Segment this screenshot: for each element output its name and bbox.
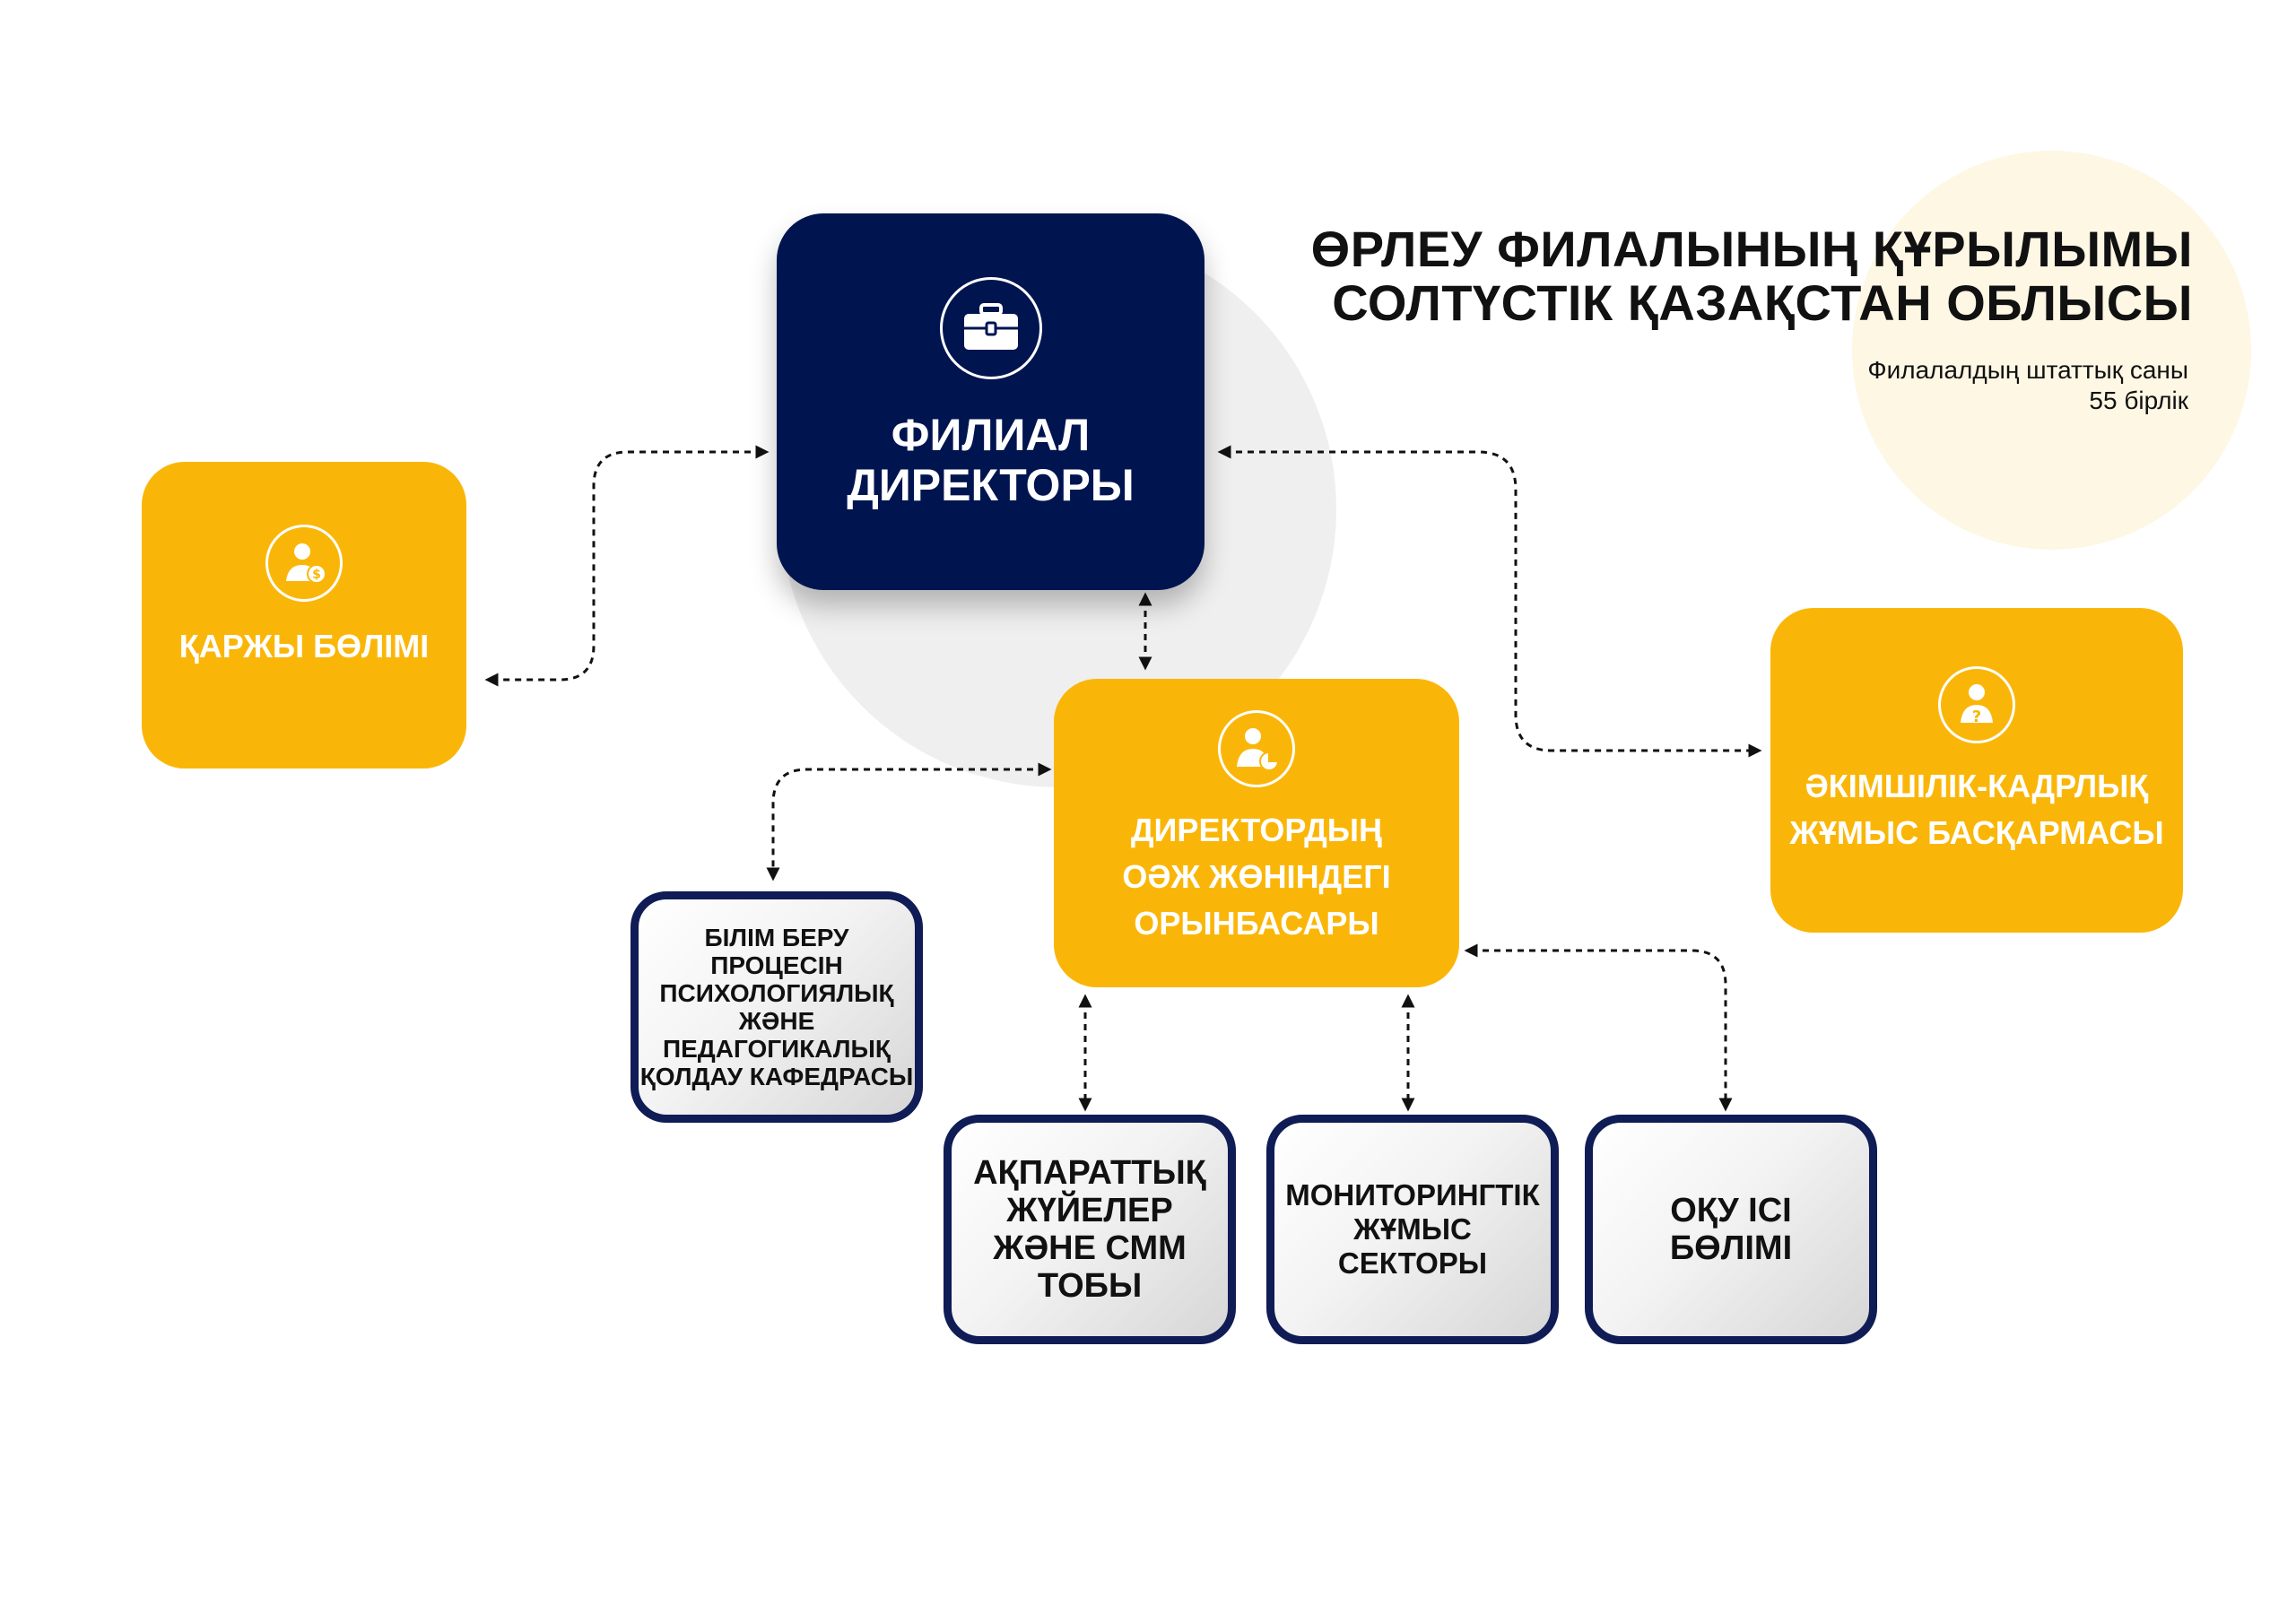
briefcase-icon: [939, 277, 1042, 379]
it-line-2: ЖҮЙЕЛЕР: [1006, 1192, 1173, 1229]
it-line-1: АҚПАРАТТЫҚ: [973, 1154, 1206, 1192]
svg-text:$: $: [312, 568, 321, 582]
node-academic: ОҚУ ІСІ БӨЛІМІ: [1585, 1115, 1877, 1344]
finance-person-icon: $: [265, 525, 343, 602]
academic-line-1: ОҚУ ІСІ: [1670, 1192, 1792, 1229]
deputy-line-1: ДИРЕКТОРДЫҢ: [1130, 812, 1383, 848]
monitoring-line-2: ЖҰМЫС: [1353, 1212, 1472, 1246]
cream-background-circle: [1852, 151, 2251, 550]
monitoring-line-3: СЕКТОРЫ: [1337, 1246, 1488, 1280]
deputy-line-3: ОРЫНБАСАРЫ: [1134, 905, 1379, 942]
it-line-3: ЖӘНЕ СММ: [993, 1229, 1187, 1267]
academic-line-2: БӨЛІМІ: [1669, 1229, 1793, 1267]
psych-line-5: ПЕДАГОГИКАЛЫҚ: [662, 1035, 891, 1063]
psych-line-2: ПРОЦЕСІН: [710, 951, 843, 979]
page-title: ӨРЛЕУ ФИЛАЛЫНЫҢ ҚҰРЫЛЫМЫ СОЛТҮСТІК ҚАЗАҚ…: [1206, 222, 2193, 330]
it-line-4: ТОБЫ: [1037, 1267, 1143, 1305]
staff-count: 55 бірлік: [2089, 386, 2188, 414]
svg-text:?: ?: [1972, 708, 1981, 726]
node-admin-hr: ? ӘКІМШІЛІК-КАДРЛЫҚ ЖҰМЫС БАСҚАРМАСЫ: [1770, 608, 2183, 933]
finance-label: ҚАРЖЫ БӨЛІМІ: [178, 628, 430, 664]
director-title-line-1: ФИЛИАЛ: [891, 410, 1091, 460]
admin-hr-line-2: ЖҰМЫС БАСҚАРМАСЫ: [1789, 814, 2164, 851]
title-line-1: ӨРЛЕУ ФИЛАЛЫНЫҢ ҚҰРЫЛЫМЫ: [1310, 221, 2193, 277]
staff-label: Филалалдың штаттық саны: [1867, 356, 2188, 384]
node-monitoring: МОНИТОРИНГТІК ЖҰМЫС СЕКТОРЫ: [1266, 1115, 1559, 1344]
node-finance: $ ҚАРЖЫ БӨЛІМІ: [142, 462, 466, 769]
title-line-2: СОЛТҮСТІК ҚАЗАҚСТАН ОБЛЫСЫ: [1332, 274, 2193, 331]
question-person-icon: ?: [1938, 666, 2015, 743]
monitoring-line-1: МОНИТОРИНГТІК: [1285, 1178, 1540, 1211]
psych-line-4: ЖӘНЕ: [738, 1007, 815, 1035]
node-psych-dept: БІЛІМ БЕРУ ПРОЦЕСІН ПСИХОЛОГИЯЛЫҚ ЖӘНЕ П…: [631, 891, 923, 1123]
chart-person-icon: [1218, 710, 1295, 787]
director-title-line-2: ДИРЕКТОРЫ: [847, 460, 1135, 510]
psych-line-3: ПСИХОЛОГИЯЛЫҚ: [659, 979, 894, 1007]
connector-deputy-psych: [766, 762, 1052, 881]
connector-deputy-academic: [1464, 943, 1733, 1112]
node-director: ФИЛИАЛ ДИРЕКТОРЫ: [777, 213, 1205, 590]
psych-line-6: ҚОЛДАУ КАФЕДРАСЫ: [639, 1063, 914, 1090]
deputy-line-2: ОӘЖ ЖӨНІНДЕГІ: [1122, 858, 1391, 895]
psych-line-1: БІЛІМ БЕРУ: [704, 924, 849, 951]
node-it-smm: АҚПАРАТТЫҚ ЖҮЙЕЛЕР ЖӘНЕ СММ ТОБЫ: [944, 1115, 1236, 1344]
staff-info: Филалалдың штаттық саны 55 бірлік: [1561, 355, 2188, 416]
connector-director-finance: [484, 445, 770, 687]
connector-director-admin: [1217, 445, 1762, 758]
admin-hr-line-1: ӘКІМШІЛІК-КАДРЛЫҚ: [1805, 768, 2149, 804]
node-deputy: ДИРЕКТОРДЫҢ ОӘЖ ЖӨНІНДЕГІ ОРЫНБАСАРЫ: [1054, 679, 1459, 987]
